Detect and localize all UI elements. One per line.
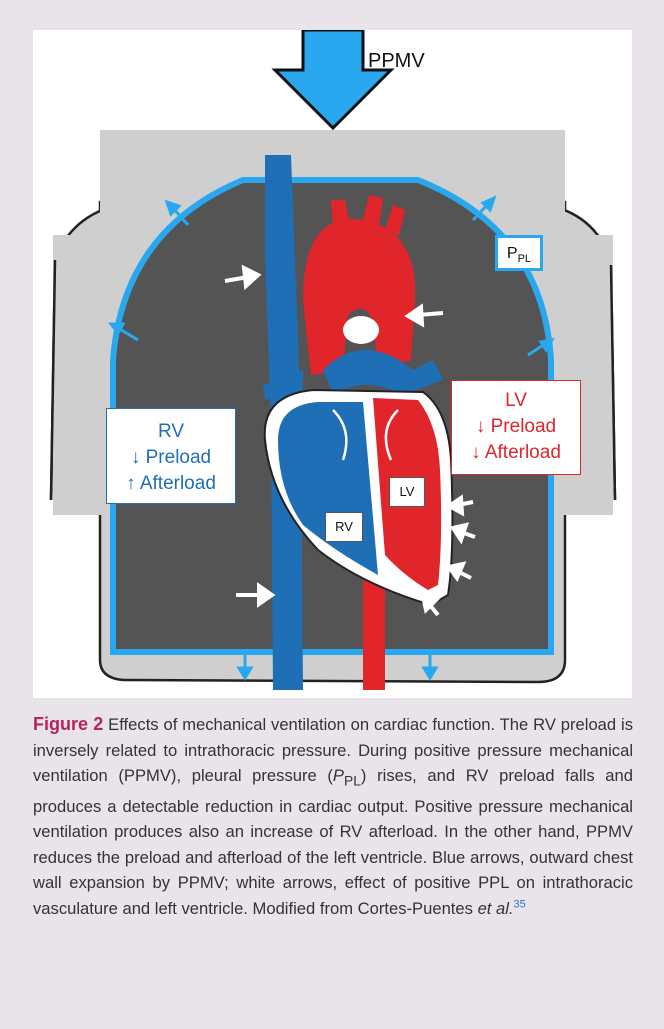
- lv-box-preload: ↓ Preload: [452, 414, 580, 440]
- reference-link[interactable]: 35: [514, 898, 526, 910]
- lv-effects-box: LV ↓ Preload ↓ Afterload: [451, 380, 581, 475]
- ppmv-label: PPMV: [368, 50, 425, 73]
- rv-effects-box: RV ↓ Preload ↑ Afterload: [106, 408, 236, 504]
- rv-chamber-label: RV: [325, 512, 363, 542]
- pleural-pressure-label: PPL: [495, 235, 543, 271]
- figure-panel: PPMV PPL RV ↓ Preload ↑ Afterload LV ↓ P…: [33, 30, 632, 698]
- ppmv-arrow: [275, 30, 391, 128]
- lv-box-afterload: ↓ Afterload: [452, 440, 580, 466]
- caption-p-main: P: [333, 766, 344, 785]
- caption-part2: ) rises, and RV preload falls and produc…: [33, 766, 633, 918]
- lv-box-title: LV: [452, 388, 580, 414]
- ppl-sub: PL: [518, 253, 531, 265]
- lv-chamber-label: LV: [389, 477, 425, 507]
- caption-et-al: et al.: [478, 899, 514, 918]
- caption-p-sub: PL: [344, 772, 361, 788]
- ppl-main: P: [507, 245, 518, 262]
- rv-box-title: RV: [107, 419, 235, 445]
- figure-caption: Figure 2 Effects of mechanical ventilati…: [33, 712, 633, 921]
- rv-box-afterload: ↑ Afterload: [107, 471, 235, 497]
- rv-box-preload: ↓ Preload: [107, 445, 235, 471]
- figure-label: Figure 2: [33, 714, 103, 734]
- heart-lung-illustration: [33, 30, 632, 698]
